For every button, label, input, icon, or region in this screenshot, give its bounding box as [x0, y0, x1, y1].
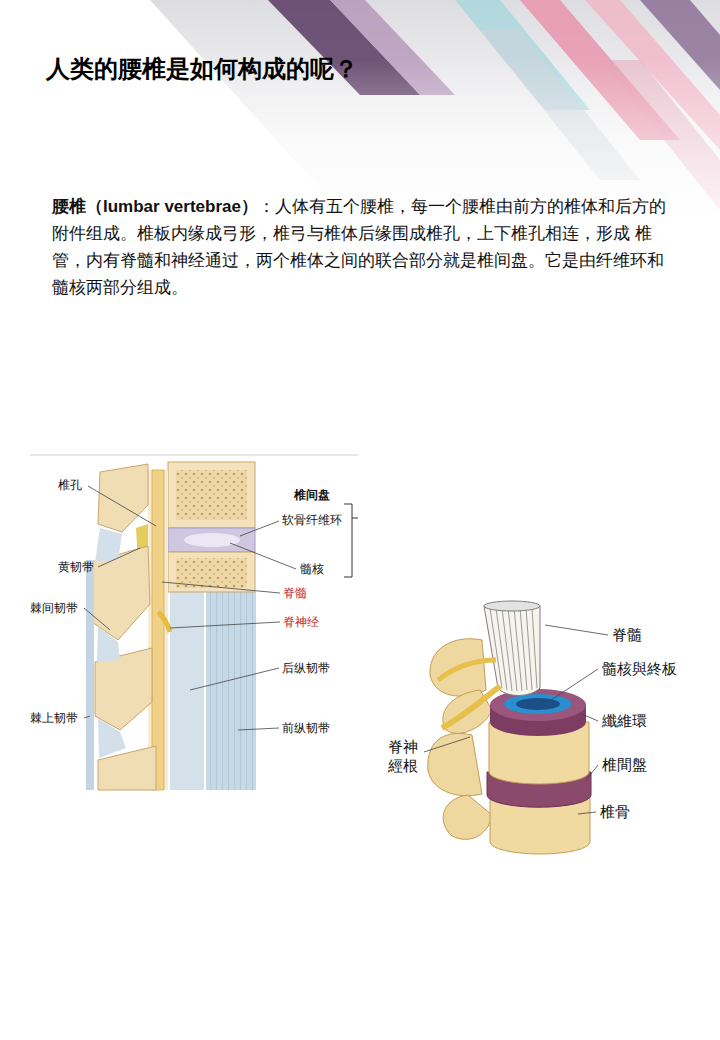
spine-sagittal-illustration-part — [168, 528, 255, 552]
part-label: 纖維環 — [602, 712, 647, 730]
vertebra-3d-illustration-part — [442, 686, 500, 728]
vertebra-3d-illustration — [424, 601, 608, 854]
spine-sagittal-illustration-part — [148, 470, 168, 790]
slide-title: 人类的腰椎是如何构成的呢？ — [46, 55, 358, 84]
part-label: 后纵韧带 — [282, 661, 330, 675]
spine-sagittal-illustration-part — [152, 470, 164, 790]
part-label: 棘上韧带 — [30, 711, 78, 725]
part-label: 髓核 — [300, 562, 324, 576]
part-label: 软骨纤维环 — [282, 513, 342, 527]
spine-sagittal-illustration-part — [206, 592, 256, 790]
spine-sagittal-illustration-part-part — [84, 716, 90, 718]
spine-sagittal-illustration-part — [95, 528, 122, 562]
spine-sagittal-illustration-part-part — [162, 582, 280, 593]
spine-sagittal-illustration-part — [176, 558, 247, 588]
vertebra-3d-illustration-part-part — [496, 608, 507, 690]
spine-sagittal-illustration-part-part — [88, 486, 156, 526]
vertebra-3d-illustration-part-part — [526, 608, 532, 690]
part-label: 棘间韧带 — [30, 601, 78, 615]
vertebra-3d-illustration-part — [428, 733, 482, 795]
vertebra-3d-illustration-part-part — [532, 608, 537, 688]
vertebra-3d-illustration-part-part — [490, 608, 502, 688]
part-label: 椎孔 — [58, 478, 82, 492]
vertebra-3d-illustration-part — [516, 698, 560, 710]
part-label: 椎骨 — [600, 803, 630, 821]
body-paragraph: 腰椎（lumbar vertebrae）：人体有五个腰椎，每一个腰椎由前方的椎体… — [52, 193, 667, 301]
part-label: 前纵韧带 — [282, 721, 330, 735]
spine-sagittal-illustration-part — [84, 486, 296, 730]
spine-sagittal-illustration-part — [176, 470, 247, 520]
spine-sagittal-illustration-part-part — [170, 622, 280, 628]
spine-sagittal-illustration-part — [97, 626, 120, 662]
vertebra-3d-illustration-part — [504, 694, 572, 714]
spine-sagittal-illustration-part-part — [190, 668, 279, 690]
spine-sagittal-illustration-part — [98, 718, 126, 758]
spine-sagittal-illustration-part — [30, 455, 358, 456]
vertebra-3d-illustration-part-part — [424, 737, 470, 752]
vertebra-3d-illustration-part-part — [502, 608, 512, 691]
spine-sagittal-illustration-part — [170, 592, 204, 790]
spine-sagittal-illustration-part-part — [230, 543, 296, 569]
vertebra-3d-illustration-part-part — [548, 669, 598, 702]
vertebra-3d-illustration-part-part — [520, 608, 527, 690]
spine-sagittal-illustration-part — [168, 462, 255, 528]
vertebra-3d-illustration-part — [490, 608, 537, 691]
part-label: 脊髓 — [283, 586, 307, 600]
vertebra-3d-illustration-part-part — [586, 765, 598, 780]
spine-sagittal-illustration-part — [158, 612, 170, 632]
vertebra-3d-illustration-part — [484, 606, 540, 696]
vertebra-3d-illustration-part — [490, 689, 586, 721]
spine-sagittal-illustration-part-part — [240, 521, 279, 536]
spine-sagittal-illustration-part — [168, 552, 255, 592]
part-label: 黄韧带 — [58, 560, 94, 574]
vertebra-3d-illustration-part-part — [578, 812, 596, 814]
part-label: 脊髓 — [612, 626, 642, 644]
vertebra-3d-illustration-part — [443, 795, 492, 839]
vertebra-3d-illustration-part — [438, 660, 496, 680]
spine-sagittal-illustration-part — [184, 533, 240, 547]
spine-sagittal-illustration-part — [98, 464, 148, 532]
part-label: 脊神經根 — [388, 738, 420, 776]
spine-sagittal-illustration-part — [86, 560, 94, 790]
group-label: 椎间盘 — [294, 488, 330, 502]
part-label: 脊神经 — [283, 615, 319, 629]
spine-sagittal-illustration-part-part — [98, 548, 140, 567]
spine-sagittal-illustration-part-part — [238, 728, 279, 730]
spine-sagittal-illustration-part — [344, 504, 358, 577]
vertebra-3d-illustration-part — [424, 625, 608, 814]
part-label: 髓核與終板 — [602, 660, 677, 678]
vertebra-3d-illustration-part-part — [582, 714, 598, 721]
spine-sagittal-illustration-part-part — [84, 608, 110, 630]
part-label: 椎間盤 — [602, 756, 647, 774]
vertebra-3d-illustration-part — [484, 601, 540, 611]
vertebra-3d-illustration-part-part — [545, 625, 608, 635]
paragraph-lead: 腰椎（lumbar vertebrae） — [52, 197, 258, 216]
spine-sagittal-illustration — [30, 455, 358, 790]
